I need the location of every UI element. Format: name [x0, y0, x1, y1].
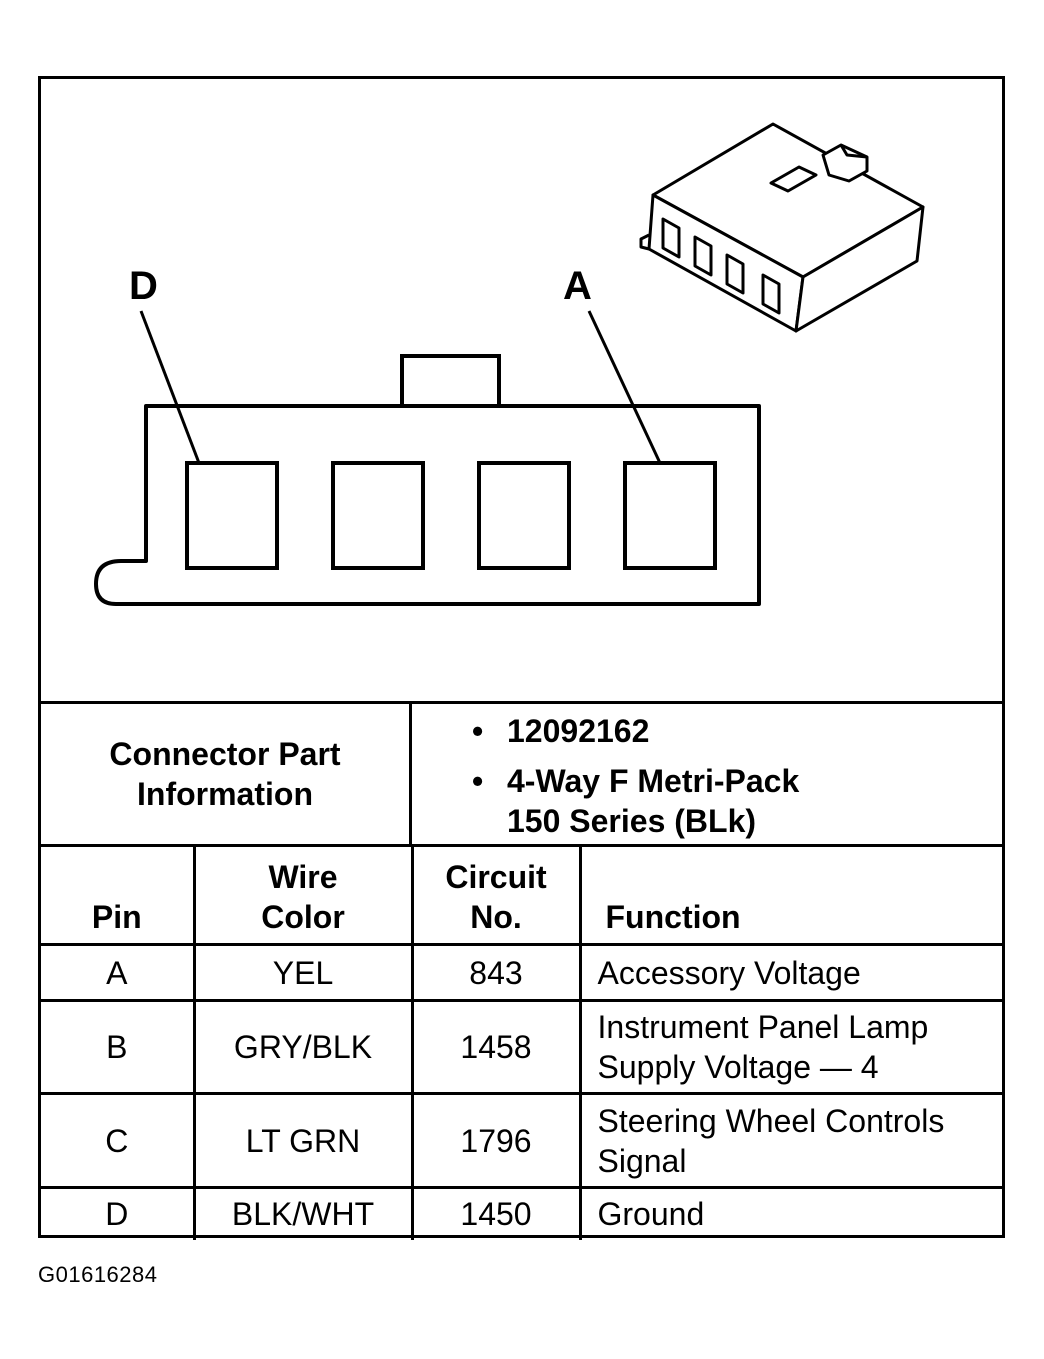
header-pin: Pin [41, 847, 196, 946]
connector-isometric-icon [639, 122, 925, 333]
wire-color-cell: YEL [192, 943, 414, 1002]
pin-cavity-b [477, 461, 571, 570]
pin-cavity-c [331, 461, 425, 570]
connector-part-information: Connector Part Information • 12092162 • … [41, 701, 1002, 847]
connector-latch-tab [400, 354, 501, 406]
wire-color-cell: BLK/WHT [192, 1186, 414, 1240]
pin-cavity-a [623, 461, 717, 570]
connector-face-drawing: D A [94, 122, 925, 606]
bullet-icon: • [472, 713, 484, 749]
pin-cell: C [41, 1092, 196, 1189]
pin-cell: A [41, 943, 196, 1002]
connector-body-outline [94, 404, 761, 606]
wire-color-cell: GRY/BLK [192, 999, 414, 1095]
leader-line-a [587, 310, 662, 464]
circuit-cell: 843 [410, 943, 582, 1002]
figure-id: G01616284 [38, 1262, 158, 1287]
wire-color-cell: LT GRN [192, 1092, 414, 1189]
circuit-cell: 1458 [410, 999, 582, 1095]
pin-label-d: D [129, 264, 158, 308]
circuit-cell: 1796 [410, 1092, 582, 1189]
leader-line-d [139, 310, 201, 464]
pin-cavity-d [185, 461, 279, 570]
header-function: Function [578, 847, 1002, 946]
circuit-cell: 1450 [410, 1186, 582, 1240]
connector-diagram: D A [41, 79, 1002, 701]
pin-cell: B [41, 999, 196, 1095]
table-row: D BLK/WHT 1450 Ground [41, 1186, 1002, 1240]
table-row: A YEL 843 Accessory Voltage [41, 943, 1002, 1002]
connector-info-list: • 12092162 • 4-Way F Metri-Pack 150 Seri… [472, 713, 800, 839]
function-cell: Ground [578, 1186, 1002, 1240]
pin-label-a: A [563, 264, 592, 308]
bullet-icon: • [472, 763, 484, 799]
pin-cell: D [41, 1186, 196, 1240]
function-cell: Accessory Voltage [578, 943, 1002, 1002]
connector-figure-frame: D A [38, 76, 1005, 1240]
connector-info-label: Connector Part Information [41, 704, 412, 844]
